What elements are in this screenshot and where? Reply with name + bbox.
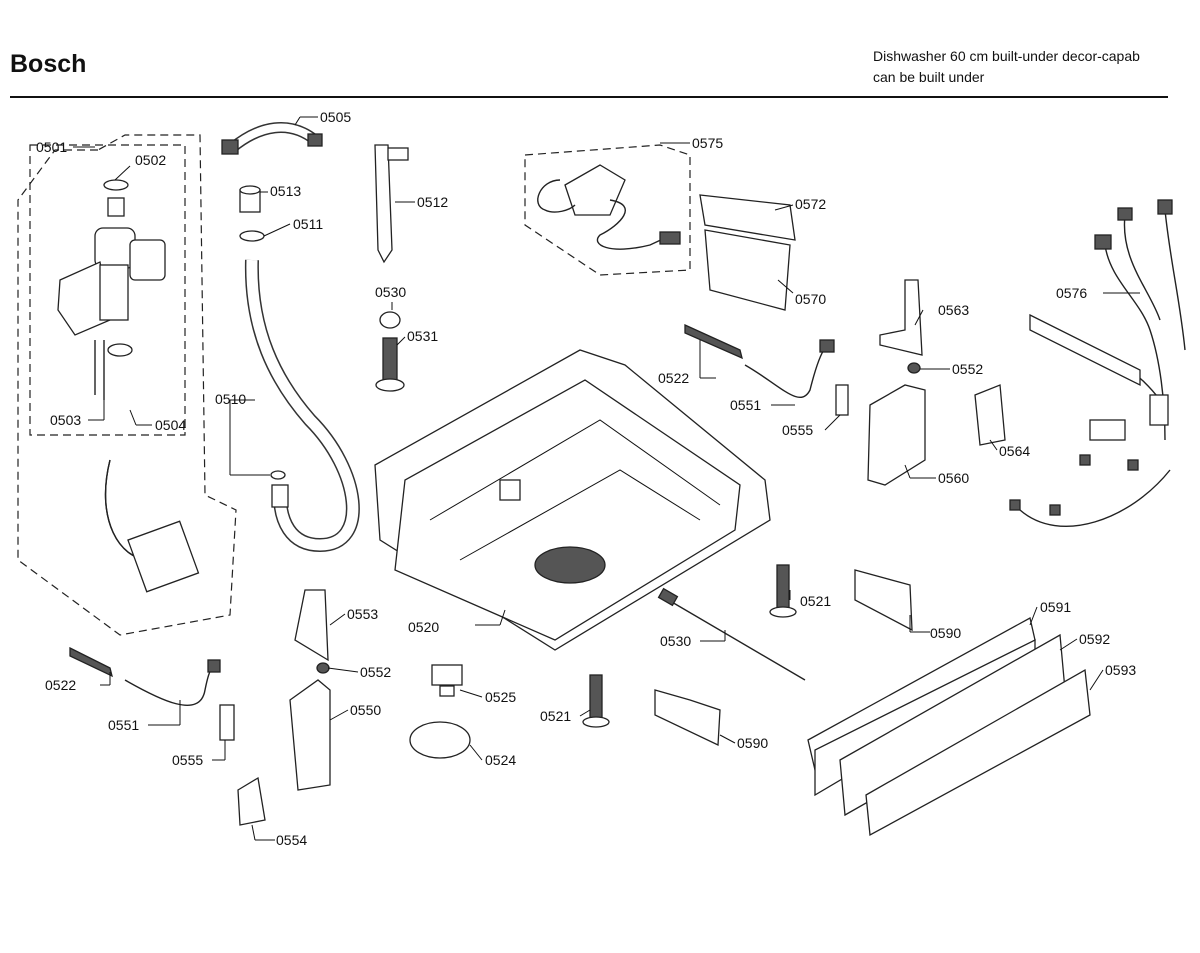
label-0554: 0554 xyxy=(276,832,307,848)
part-0560-shape xyxy=(867,384,926,486)
group-0575-outline xyxy=(524,144,691,276)
label-0503: 0503 xyxy=(50,412,81,428)
label-0505: 0505 xyxy=(320,109,351,125)
header-rule xyxy=(10,96,1168,98)
label-0592: 0592 xyxy=(1079,631,1110,647)
part-0522-left-shape xyxy=(69,646,113,678)
label-0531: 0531 xyxy=(407,328,438,344)
label-0590-right: 0590 xyxy=(930,625,961,641)
model-description: Dishwasher 60 cm built-under decor-capab… xyxy=(873,46,1140,88)
label-0564: 0564 xyxy=(999,443,1030,459)
part-0553-shape xyxy=(294,589,329,662)
part-0552-left-shape xyxy=(316,662,330,674)
part-0511-clamp xyxy=(239,230,265,242)
label-0575: 0575 xyxy=(692,135,723,151)
part-labels: 0501 0502 0503 0504 0505 0510 0511 0512 … xyxy=(36,109,1136,848)
label-0524: 0524 xyxy=(485,752,516,768)
label-0522-left: 0522 xyxy=(45,677,76,693)
leader-lines xyxy=(73,116,1140,841)
part-0575-module xyxy=(564,164,626,216)
label-0552-left: 0552 xyxy=(360,664,391,680)
label-0511: 0511 xyxy=(293,216,323,232)
label-0520: 0520 xyxy=(408,619,439,635)
model-line-1: Dishwasher 60 cm built-under decor-capab xyxy=(873,48,1140,64)
part-0551-left-wire xyxy=(124,667,213,706)
part-0521-left-shape xyxy=(589,674,603,721)
part-0590-left-shape xyxy=(654,689,721,747)
part-0522-right-shape xyxy=(684,323,743,360)
part-0530-rod xyxy=(664,597,806,681)
label-0510: 0510 xyxy=(215,391,246,407)
part-0590-right-shape xyxy=(854,569,913,632)
label-0563: 0563 xyxy=(938,302,969,318)
label-0525: 0525 xyxy=(485,689,516,705)
label-0512: 0512 xyxy=(417,194,448,210)
part-0576-harness xyxy=(1009,199,1186,527)
part-0525-shape xyxy=(431,664,463,686)
label-0553: 0553 xyxy=(347,606,378,622)
label-0522-right: 0522 xyxy=(658,370,689,386)
label-0513: 0513 xyxy=(270,183,301,199)
label-0521-left: 0521 xyxy=(540,708,571,724)
label-0560: 0560 xyxy=(938,470,969,486)
group-0502-0503-outline xyxy=(29,144,186,436)
label-0530-top: 0530 xyxy=(375,284,406,300)
base-tub-0520 xyxy=(374,349,771,651)
group-0501-outline xyxy=(17,134,237,636)
part-0551-right-wire xyxy=(744,347,826,398)
label-0504: 0504 xyxy=(155,417,186,433)
aquastop-connector xyxy=(127,520,200,593)
label-0591: 0591 xyxy=(1040,599,1071,615)
label-0570: 0570 xyxy=(795,291,826,307)
part-0521-right-shape xyxy=(776,564,790,611)
part-0555-right-shape xyxy=(835,384,849,416)
label-0502: 0502 xyxy=(135,152,166,168)
label-0593: 0593 xyxy=(1105,662,1136,678)
part-0554-shape xyxy=(237,776,266,826)
label-0552-right: 0552 xyxy=(952,361,983,377)
part-0593-shape xyxy=(865,668,1091,837)
label-0551-right: 0551 xyxy=(730,397,761,413)
label-0572: 0572 xyxy=(795,196,826,212)
label-0550: 0550 xyxy=(350,702,381,718)
part-0572-shape xyxy=(699,194,796,241)
part-0512-shape xyxy=(374,144,393,264)
part-0552-right-shape xyxy=(907,362,921,374)
label-0551-left: 0551 xyxy=(108,717,139,733)
label-0521-right: 0521 xyxy=(800,593,831,609)
part-0564-shape xyxy=(974,384,1006,446)
part-0530-top-shape xyxy=(379,311,401,329)
part-0550-shape xyxy=(289,679,331,791)
label-0590-left: 0590 xyxy=(737,735,768,751)
label-0555-left: 0555 xyxy=(172,752,203,768)
brand-title: Bosch xyxy=(10,50,87,78)
label-0501: 0501 xyxy=(36,139,67,155)
label-0555-right: 0555 xyxy=(782,422,813,438)
label-0530-rod: 0530 xyxy=(660,633,691,649)
part-0570-shape xyxy=(704,229,791,311)
aquastop-valve xyxy=(57,179,166,400)
part-0524-shape xyxy=(409,721,471,759)
part-0531-shape xyxy=(382,337,398,384)
part-0555-left-shape xyxy=(219,704,235,741)
label-0576: 0576 xyxy=(1056,285,1087,301)
part-0563-shape xyxy=(879,279,923,356)
model-line-2: can be built under xyxy=(873,69,985,85)
